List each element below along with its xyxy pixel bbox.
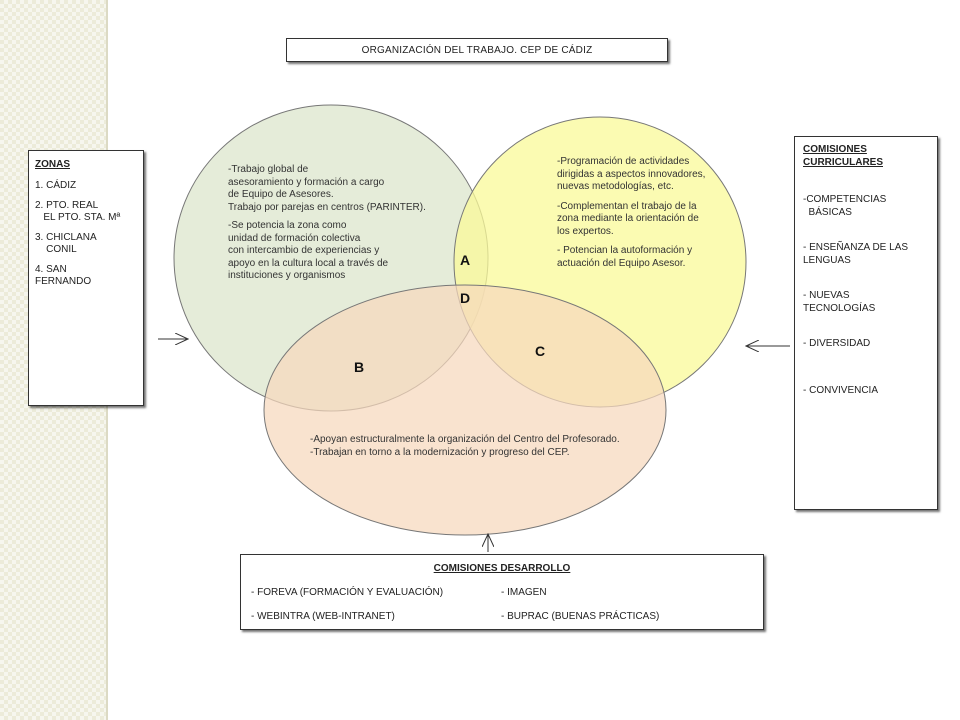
text-line: instituciones y organismos xyxy=(228,270,346,281)
text-line: dirigidas a aspectos innovadores, xyxy=(557,168,706,180)
desarrollo-item: - WEBINTRA (WEB-INTRANET) xyxy=(251,611,395,622)
zonas-heading: ZONAS xyxy=(35,159,70,170)
diagram-title: ORGANIZACIÓN DEL TRABAJO. CEP DE CÁDIZ xyxy=(286,38,668,62)
venn-circle-orange xyxy=(263,284,667,536)
text-line: apoyo en la cultura local a través de xyxy=(228,257,389,269)
comisiones-curriculares-heading: COMISIONES CURRICULARES xyxy=(803,144,883,168)
comisiones-curriculares-box: COMISIONES CURRICULARES -COMPETENCIAS BÁ… xyxy=(794,136,938,510)
text-line: -Apoyan estructuralmente la organización… xyxy=(310,434,620,445)
region-label-c: C xyxy=(535,343,546,359)
comision-item: - CONVIVENCIA xyxy=(803,385,879,396)
text-line: - Potencian la autoformación y xyxy=(557,245,693,256)
comisiones-desarrollo-heading: COMISIONES DESARROLLO xyxy=(433,563,571,574)
text-line: -Se potencia la zona como xyxy=(228,220,347,231)
text-line: zona mediante la orientación de xyxy=(557,213,699,224)
comision-item: - NUEVAS TECNOLOGÍAS xyxy=(803,290,876,314)
comision-item: - DIVERSIDAD xyxy=(803,338,871,349)
desarrollo-item: - IMAGEN xyxy=(501,587,547,598)
text-line: -Complementan el trabajo de la xyxy=(557,200,697,212)
text-spacer xyxy=(557,194,705,201)
zonas-box: ZONAS 1. CÁDIZ 2. PTO. REAL EL PTO. STA.… xyxy=(28,150,144,406)
yellow-circle-text: -Programación de actividades dirigidas a… xyxy=(557,156,705,270)
region-label-d: D xyxy=(460,290,471,306)
zona-item: 2. PTO. REAL EL PTO. STA. Mª xyxy=(35,200,121,223)
text-line: de Equipo de Asesores. xyxy=(228,189,334,200)
text-line: -Trabajo global de xyxy=(228,164,309,175)
desarrollo-item: - FOREVA (FORMACIÓN Y EVALUACIÓN) xyxy=(251,587,444,598)
comision-item: - ENSEÑANZA DE LAS LENGUAS xyxy=(803,242,909,266)
text-line: actuación del Equipo Asesor. xyxy=(557,257,686,269)
orange-circle-text: -Apoyan estructuralmente la organización… xyxy=(310,434,620,459)
text-line: unidad de formación colectiva xyxy=(228,232,361,244)
text-line: nuevas metodologías, etc. xyxy=(557,181,674,192)
text-line: asesoramiento y formación a cargo xyxy=(228,176,385,188)
text-line: Trabajo por parejas en centros (PARINTER… xyxy=(228,201,426,213)
zona-item: 3. CHICLANA CONIL xyxy=(35,232,97,255)
text-line: los expertos. xyxy=(557,225,614,237)
comisiones-desarrollo-box: COMISIONES DESARROLLO - FOREVA (FORMACIÓ… xyxy=(240,554,764,630)
text-line: -Trabajan en torno a la modernización y … xyxy=(310,446,570,458)
desarrollo-item: - BUPRAC (BUENAS PRÁCTICAS) xyxy=(501,611,660,622)
zona-item: 4. SAN FERNANDO xyxy=(35,264,92,287)
text-line: -Programación de actividades xyxy=(557,156,690,167)
text-line: con intercambio de experiencias y xyxy=(228,245,380,256)
zona-item: 1. CÁDIZ xyxy=(35,180,77,191)
region-label-a: A xyxy=(460,252,471,268)
comision-item: -COMPETENCIAS BÁSICAS xyxy=(803,194,887,218)
region-label-b: B xyxy=(354,359,365,375)
text-spacer xyxy=(557,238,705,245)
green-circle-text: -Trabajo global de asesoramiento y forma… xyxy=(228,164,426,283)
